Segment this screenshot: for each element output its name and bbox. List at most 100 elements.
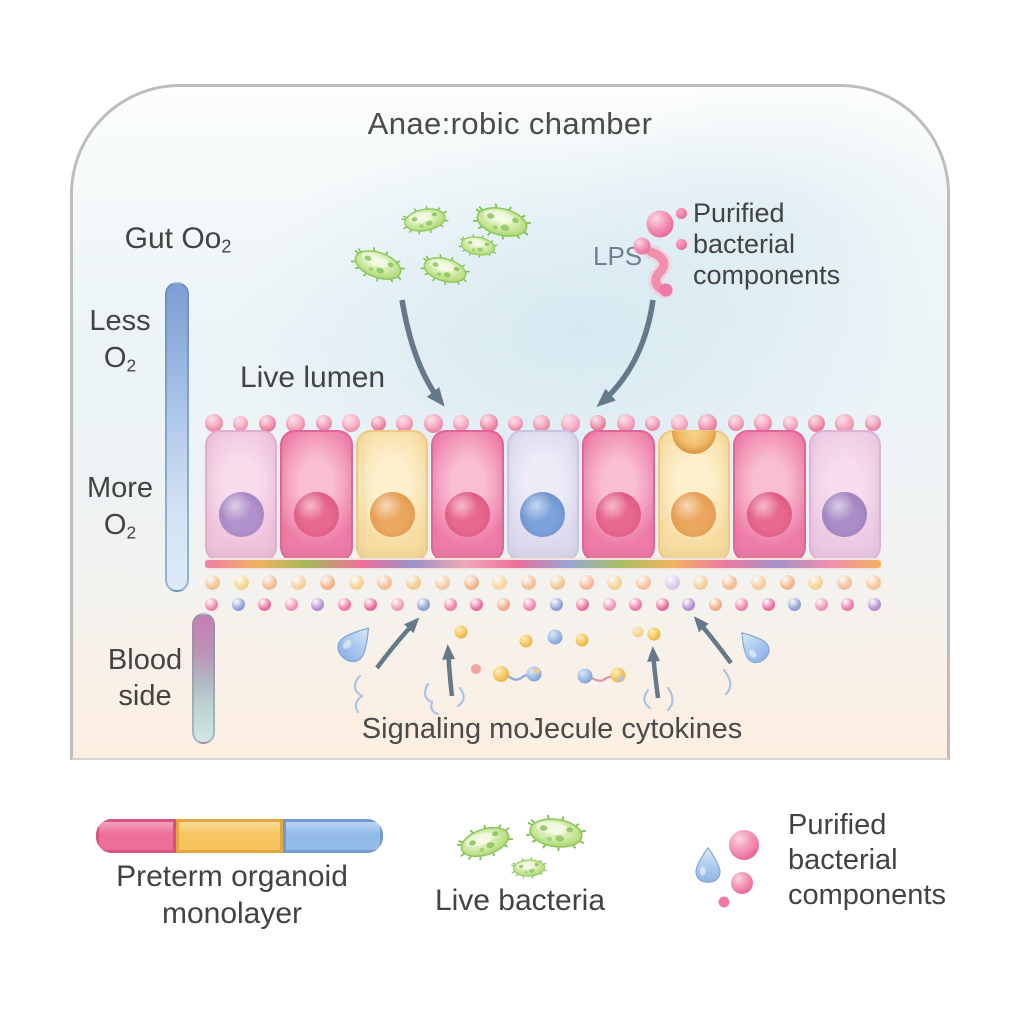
- secreted-dot: [205, 575, 220, 590]
- secreted-dot: [492, 575, 508, 590]
- microvillus-ball: [727, 415, 744, 431]
- epithelial-cell: [733, 430, 806, 562]
- legend-monolayer-bar: [96, 819, 383, 853]
- secreted-dot: [443, 597, 457, 611]
- secreted-dot: [291, 575, 307, 590]
- secreted-dot: [735, 597, 749, 611]
- secreted-dot: [750, 575, 766, 590]
- purified-components-label: Purified bacterial components: [676, 198, 840, 291]
- secreted-dot: [523, 597, 537, 611]
- pink-sphere-icon: [718, 896, 730, 908]
- microvillus-ball: [205, 414, 223, 432]
- secreted-dot: [258, 597, 272, 611]
- secreted-dots-row-1: [205, 572, 881, 593]
- epithelial-cell: [205, 430, 278, 562]
- secreted-dot: [311, 597, 325, 611]
- pink-bullet-icon: [676, 208, 687, 219]
- microvillus-ball: [342, 414, 361, 432]
- microvillus-ball: [807, 414, 825, 432]
- secreted-dot: [364, 597, 378, 611]
- basement-membrane-stripe: [205, 558, 881, 570]
- microvillus-ball: [286, 413, 306, 433]
- microvillus-ball: [590, 415, 607, 431]
- epithelial-cell: [808, 430, 881, 562]
- secreted-dot: [578, 575, 594, 590]
- secreted-dot: [576, 597, 590, 611]
- microvillus-ball: [315, 415, 332, 431]
- secreted-dots-row-2: [205, 595, 881, 613]
- cell-nucleus: [746, 492, 792, 537]
- legend-bar-segment: [282, 819, 383, 853]
- secreted-dot: [607, 575, 623, 590]
- microvillus-ball: [479, 414, 498, 432]
- secreted-dot: [390, 597, 404, 611]
- microvillus-ball: [423, 413, 443, 433]
- bacterium-icon: [524, 811, 588, 855]
- legend-monolayer-label: Preterm organoid monolayer: [116, 860, 348, 930]
- cell-row: [205, 430, 881, 562]
- secreted-dot: [814, 597, 828, 611]
- secreted-dot: [837, 575, 853, 590]
- secreted-dot: [348, 575, 364, 590]
- secreted-dot: [231, 597, 245, 611]
- secreted-dot: [602, 597, 616, 611]
- legend-bar-segment: [96, 819, 177, 853]
- live-lumen-label: Live lumen: [240, 361, 386, 394]
- oxygen-gradient-bar: [165, 282, 189, 592]
- cell-nucleus: [520, 492, 566, 537]
- secreted-dot: [319, 575, 335, 590]
- cell-nucleus: [671, 492, 717, 537]
- microvillus-ball: [698, 413, 718, 433]
- secreted-dot: [521, 575, 537, 590]
- secreted-dot: [284, 597, 298, 611]
- microvillus-ball: [645, 415, 661, 431]
- secreted-dot: [636, 575, 652, 590]
- microvillus-ball: [670, 414, 688, 432]
- pink-bullet-icon: [676, 239, 687, 250]
- secreted-dot: [406, 575, 422, 590]
- microvillus-ball: [533, 414, 551, 432]
- cell-nucleus: [218, 492, 264, 537]
- microvillus-ball: [754, 414, 773, 432]
- organoid-monolayer: [205, 412, 881, 618]
- secreted-dot: [337, 597, 351, 611]
- chamber-title: Anae:robic chamber: [367, 106, 653, 141]
- microvillus-ball: [370, 415, 386, 431]
- secreted-dot: [262, 575, 278, 590]
- secreted-dot: [434, 575, 450, 590]
- secreted-dot: [867, 597, 881, 611]
- secreted-dot: [682, 597, 696, 611]
- lps-label: LPS: [593, 241, 643, 271]
- cell-nucleus: [294, 492, 340, 537]
- secreted-dot: [629, 597, 643, 611]
- microvillus-ball: [835, 413, 855, 433]
- legend-bacteria-icon-group: [453, 811, 588, 880]
- secreted-dot: [865, 575, 881, 590]
- microvillus-ball: [782, 415, 798, 431]
- secreted-dot: [722, 575, 738, 590]
- cell-nucleus: [445, 492, 491, 537]
- epithelial-cell: [355, 430, 429, 562]
- pink-sphere-icon: [729, 830, 759, 860]
- secreted-dot: [655, 597, 669, 611]
- secreted-dot: [205, 597, 218, 611]
- microvillus-ball: [507, 415, 523, 431]
- legend-purified-icon-group: [695, 830, 759, 908]
- microvillus-ball: [453, 415, 470, 431]
- secreted-dot: [779, 575, 795, 590]
- secreted-dot: [549, 597, 563, 611]
- microvillus-ball: [560, 413, 580, 433]
- epithelial-cell: [582, 430, 655, 562]
- microvilli-row: [205, 412, 881, 434]
- bacterium-icon: [510, 856, 548, 880]
- secreted-dot: [693, 575, 709, 590]
- legend-bacteria-label: Live bacteria: [434, 884, 606, 917]
- microvillus-ball: [864, 415, 881, 431]
- signaling-caption: Signaling moJecule cytokines: [361, 713, 743, 745]
- secreted-dot: [841, 597, 855, 611]
- secreted-dot: [233, 575, 249, 590]
- blood-side-label: Blood side: [107, 644, 183, 712]
- cell-nucleus: [822, 492, 868, 537]
- epithelial-cell: [431, 430, 504, 562]
